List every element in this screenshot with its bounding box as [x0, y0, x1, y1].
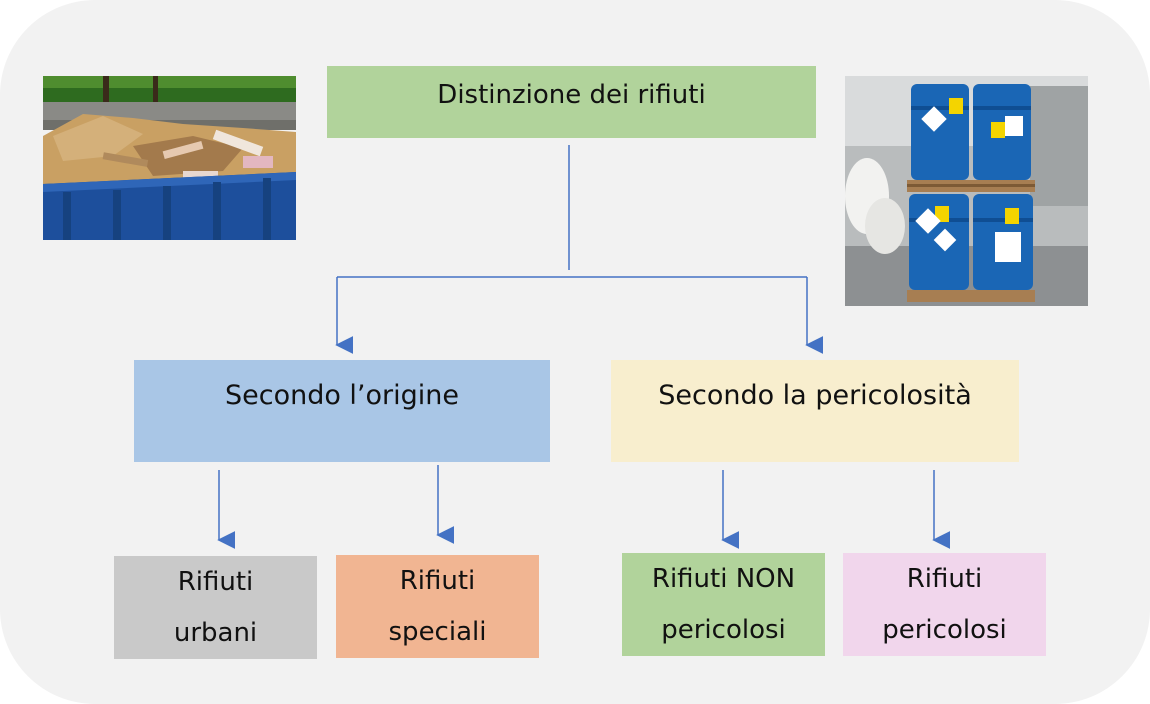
leaf-special-waste: Rifiuti speciali: [336, 555, 539, 658]
hazardous-drums-photo: [845, 76, 1088, 306]
leaf-special-label: Rifiuti speciali: [388, 565, 487, 647]
leaf-urban-label: Rifiuti urbani: [173, 566, 258, 648]
leaf-hazardous-label: Rifiuti pericolosi: [882, 563, 1007, 645]
waste-dumpster-photo: [43, 76, 296, 240]
branch-hazard-label: Secondo la pericolosità: [658, 380, 972, 411]
leaf-nonhazardous-label: Rifiuti NON pericolosi: [651, 563, 796, 645]
root-node: Distinzione dei rifiuti: [327, 66, 816, 138]
leaf-hazardous-waste: Rifiuti pericolosi: [843, 553, 1046, 656]
leaf-nonhazardous-waste: Rifiuti NON pericolosi: [622, 553, 825, 656]
branch-hazard-node: Secondo la pericolosità: [611, 360, 1019, 462]
leaf-urban-waste: Rifiuti urbani: [114, 556, 317, 659]
branch-origin-node: Secondo l’origine: [134, 360, 550, 462]
branch-origin-label: Secondo l’origine: [224, 380, 460, 411]
root-label: Distinzione dei rifiuti: [437, 80, 706, 110]
